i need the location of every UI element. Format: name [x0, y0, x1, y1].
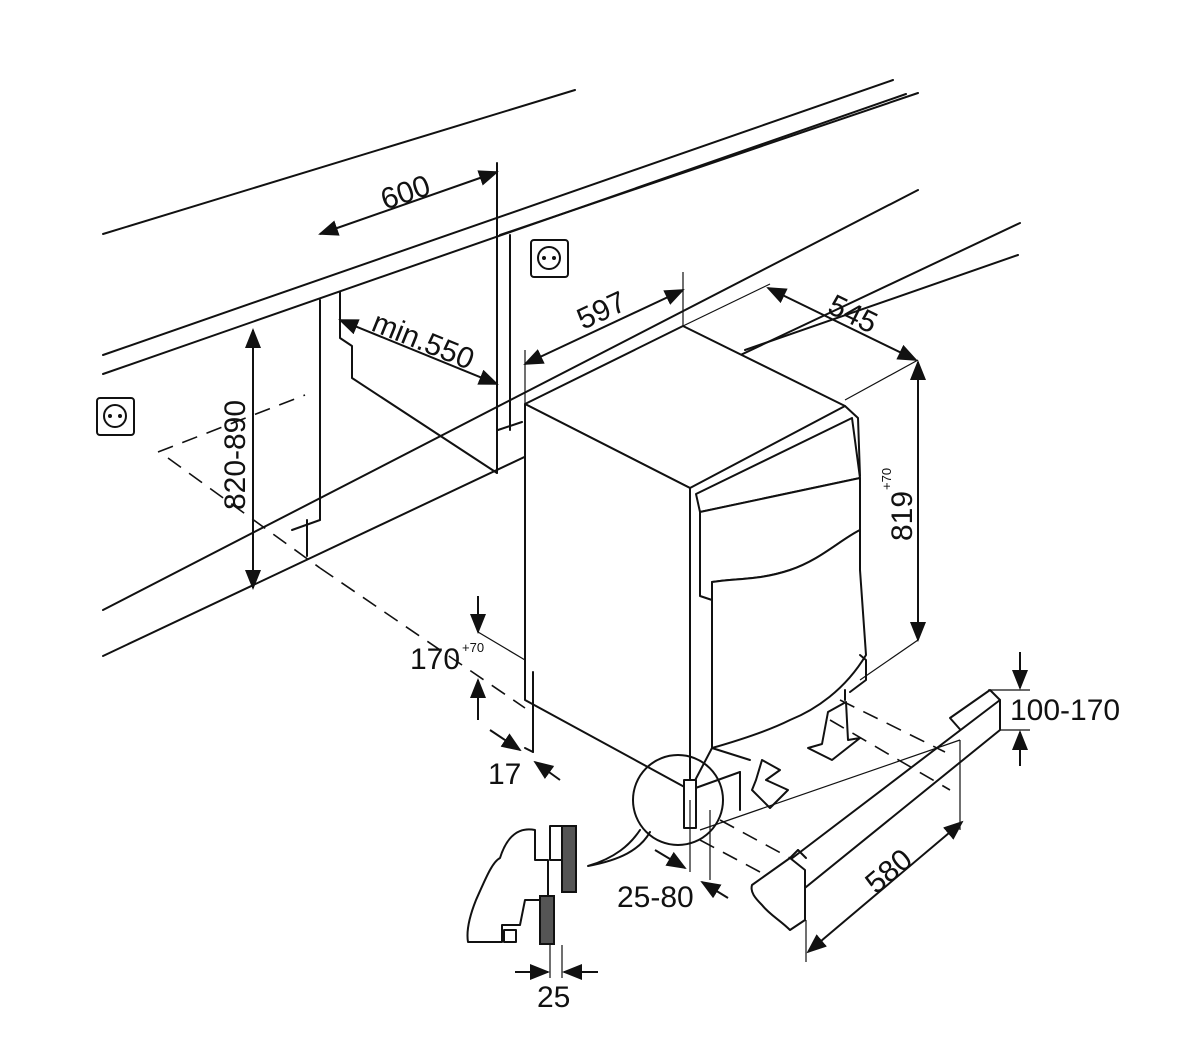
- airflow-out-arrow-icon: [807, 701, 861, 761]
- refrigerator-appliance: [524, 325, 867, 811]
- plinth-vent-height-tolerance: +70: [462, 640, 484, 655]
- airflow-in-arrow-icon: [751, 759, 789, 809]
- side-offset-label: 17: [488, 758, 521, 791]
- plinth-width-label: 580: [859, 843, 919, 900]
- appliance-width-label: 597: [572, 285, 631, 336]
- niche-depth-label: min.550: [367, 306, 478, 377]
- door-detail-section: [466, 825, 577, 978]
- plinth-height-label: 100-170: [1010, 694, 1120, 727]
- plinth-vent-height-label: 170: [410, 643, 460, 676]
- power-socket-icon: [96, 397, 135, 436]
- detail-callout: [587, 754, 724, 867]
- plinth-depth-label: 25-80: [617, 881, 694, 914]
- appliance-depth-label: 545: [823, 289, 882, 341]
- niche-width-label: 600: [377, 169, 435, 217]
- dimension-lines: [245, 170, 1030, 980]
- appliance-height-tolerance: +70: [879, 468, 894, 490]
- power-socket-icon: [530, 239, 569, 278]
- appliance-height-label: 819: [886, 491, 919, 541]
- door-gap-label: 25: [537, 981, 570, 1014]
- niche-height-label: 820-890: [219, 400, 252, 510]
